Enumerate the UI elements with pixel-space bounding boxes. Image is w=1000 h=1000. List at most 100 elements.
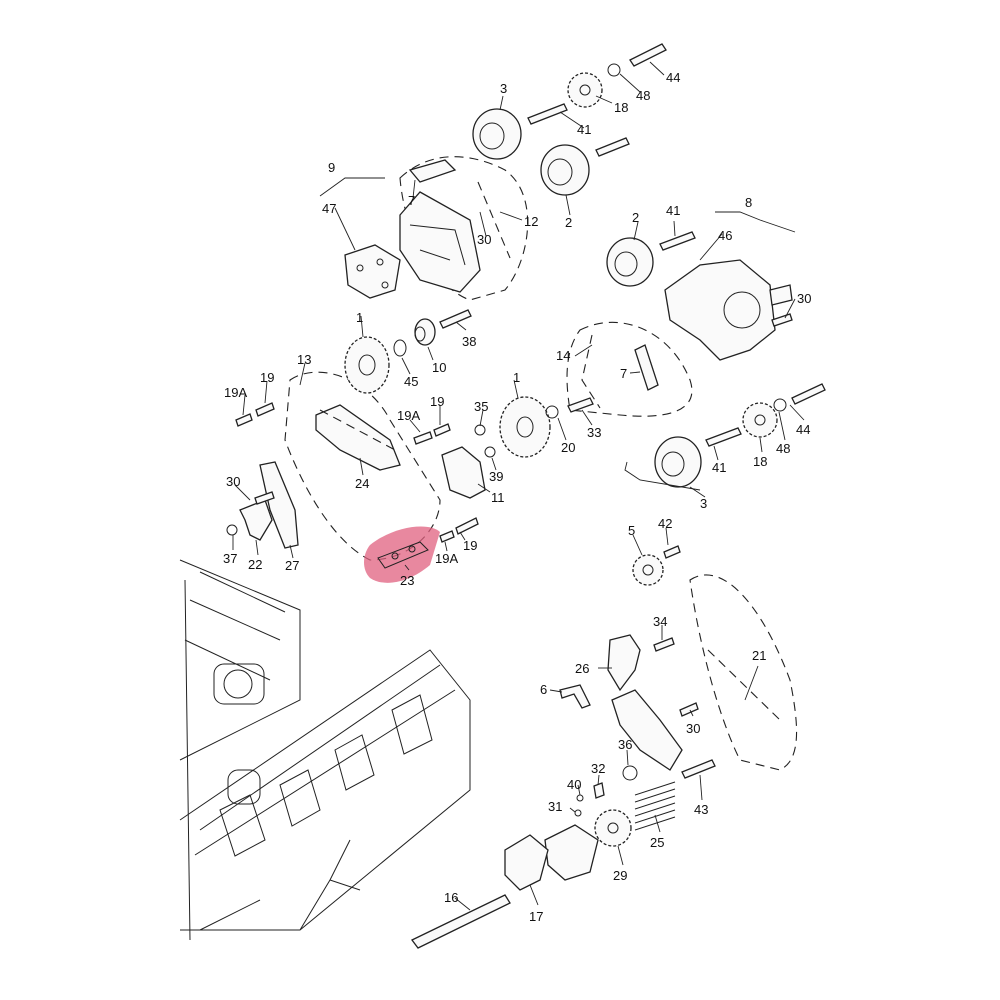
label-8: 8 — [745, 195, 752, 210]
bracket-11 — [441, 446, 486, 499]
label-35: 35 — [474, 399, 488, 414]
lower-chain-outline — [689, 574, 798, 771]
gear-29 — [594, 809, 632, 847]
label-46: 46 — [718, 228, 732, 243]
washer-48-top — [607, 63, 621, 77]
label-38: 38 — [462, 334, 476, 349]
label-33: 33 — [587, 425, 601, 440]
sprocket-1-left — [344, 336, 390, 394]
bolt-41-lower — [705, 427, 742, 447]
seal-40 — [576, 794, 584, 802]
label-19A: 19A — [397, 408, 420, 423]
gear-18-top — [567, 72, 603, 108]
pump-housing-17 — [504, 834, 549, 891]
chain-21 — [707, 649, 781, 721]
guide-7-middle — [634, 344, 659, 391]
part-labels: 3 44 48 18 41 2 9 47 7 30 12 2 41 8 46 3… — [223, 70, 811, 924]
label-48: 48 — [776, 441, 790, 456]
bolt-30-lower — [679, 702, 699, 717]
label-19: 19 — [463, 538, 477, 553]
bolt-19-right — [455, 517, 479, 535]
label-23: 23 — [400, 573, 414, 588]
circlip-36 — [622, 765, 638, 781]
pin-19A-middle — [413, 431, 433, 445]
chain-guide-housing-9 — [399, 191, 481, 293]
washer-48-right — [773, 398, 787, 412]
chain-tensioner-23-icon[interactable] — [364, 526, 440, 583]
bolt-30-left — [254, 491, 275, 505]
shaft-16 — [411, 894, 511, 949]
camshaft-adjuster-3-right — [654, 436, 702, 488]
sprocket-1-middle — [499, 396, 551, 458]
label-19: 19 — [430, 394, 444, 409]
label-34: 34 — [653, 614, 667, 629]
guide-rail-27 — [259, 461, 299, 549]
tensioner-lever-22 — [239, 499, 273, 541]
upper-chain-outline — [399, 156, 529, 301]
label-20: 20 — [561, 440, 575, 455]
label-44: 44 — [796, 422, 810, 437]
label-37: 37 — [223, 551, 237, 566]
label-41: 41 — [712, 460, 726, 475]
label-41: 41 — [577, 122, 591, 137]
bolt-38 — [439, 309, 472, 329]
leader-lines — [232, 61, 805, 911]
label-36: 36 — [618, 737, 632, 752]
bolt-30-right — [771, 313, 793, 327]
label-27: 27 — [285, 558, 299, 573]
label-10: 10 — [432, 360, 446, 375]
gear-5 — [632, 554, 664, 586]
label-11: 11 — [491, 490, 505, 505]
label-5: 5 — [628, 523, 635, 538]
cover-7-top — [408, 159, 457, 183]
label-48: 48 — [636, 88, 650, 103]
pin-31 — [574, 809, 582, 817]
label-18: 18 — [614, 100, 628, 115]
bolt-19-left — [255, 402, 275, 417]
camshaft-adjuster-2-right — [606, 237, 654, 287]
camshaft-adjuster-2-top — [540, 144, 590, 196]
bolt-34 — [653, 637, 675, 652]
bolt-41-top — [527, 103, 568, 125]
label-25: 25 — [650, 835, 664, 850]
label-6: 6 — [540, 682, 547, 697]
label-24: 24 — [355, 476, 369, 491]
bolt-19-middle — [433, 423, 451, 437]
label-13: 13 — [297, 352, 311, 367]
label-30: 30 — [226, 474, 240, 489]
label-1: 1 — [356, 310, 363, 325]
bolt-44-right — [791, 383, 826, 405]
label-41: 41 — [666, 203, 680, 218]
label-14: 14 — [556, 348, 570, 363]
pin-19A-left — [235, 413, 253, 427]
cylinder-head-illustration — [179, 559, 471, 941]
label-17: 17 — [529, 909, 543, 924]
label-19A: 19A — [435, 551, 458, 566]
label-47: 47 — [322, 201, 336, 216]
label-42: 42 — [658, 516, 672, 531]
housing-8 — [664, 259, 793, 361]
chain-12 — [477, 181, 511, 259]
label-1: 1 — [513, 370, 520, 385]
label-40: 40 — [567, 777, 581, 792]
label-26: 26 — [575, 661, 589, 676]
bracket-47 — [344, 244, 401, 299]
label-30: 30 — [686, 721, 700, 736]
washer-37 — [226, 524, 238, 536]
label-2: 2 — [565, 215, 572, 230]
bolt-43 — [681, 759, 716, 779]
label-29: 29 — [613, 868, 627, 883]
gear-18-right — [742, 402, 778, 438]
label-7: 7 — [408, 193, 415, 208]
bolt-42 — [663, 545, 681, 559]
tensioner-rail-26 — [607, 634, 641, 692]
bolt-41-upper — [595, 137, 630, 157]
highlight-23 — [364, 526, 440, 583]
label-7: 7 — [620, 366, 627, 381]
bolt-33 — [567, 397, 594, 413]
label-30: 30 — [797, 291, 811, 306]
label-39: 39 — [489, 469, 503, 484]
guide-rail-lower — [611, 689, 683, 771]
label-19A: 19A — [224, 385, 247, 400]
